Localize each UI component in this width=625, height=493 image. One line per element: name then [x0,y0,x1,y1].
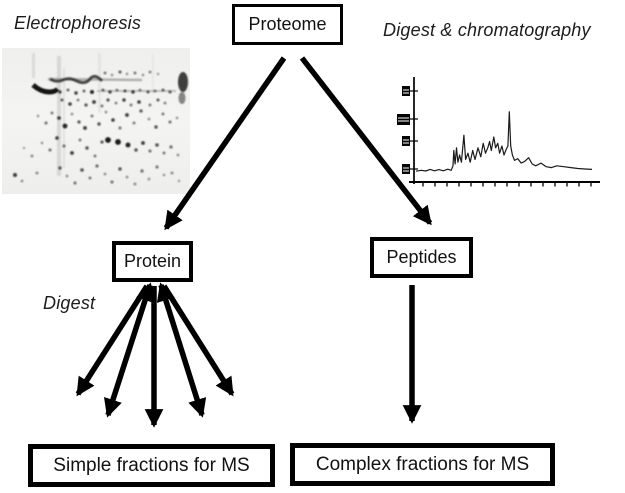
digest-chromatography-label: Digest & chromatography [383,20,591,40]
proteome-box: Proteome [232,4,343,45]
chromatogram-y-tick-glyphs [397,86,410,174]
arrow-protein-fan-4 [156,282,207,418]
gel-spots [13,70,181,186]
gel-background [2,48,190,194]
gel-image [2,48,190,194]
chromatogram-x-ticks [422,182,592,187]
digest-label: Digest [43,293,96,313]
peptides-box-label: Peptides [386,247,457,267]
complex-fractions-box: Complex fractions for MS [290,443,555,486]
protein-box: Protein [112,241,193,282]
proteome-box-label: Proteome [248,14,327,34]
protein-box-label: Protein [123,251,182,271]
electrophoresis-label: Electrophoresis [14,13,142,33]
simple-fractions-box: Simple fractions for MS [28,444,275,487]
peptides-box: Peptides [370,237,473,278]
chromatogram [397,77,600,187]
arrow-protein-fan-2 [103,282,155,418]
chromatogram-trace [415,111,593,172]
complex-fractions-box-label: Complex fractions for MS [315,453,530,475]
arrow-protein-fan-5 [161,284,235,397]
simple-fractions-box-label: Simple fractions for MS [53,454,250,476]
gel-streaks [31,53,188,176]
